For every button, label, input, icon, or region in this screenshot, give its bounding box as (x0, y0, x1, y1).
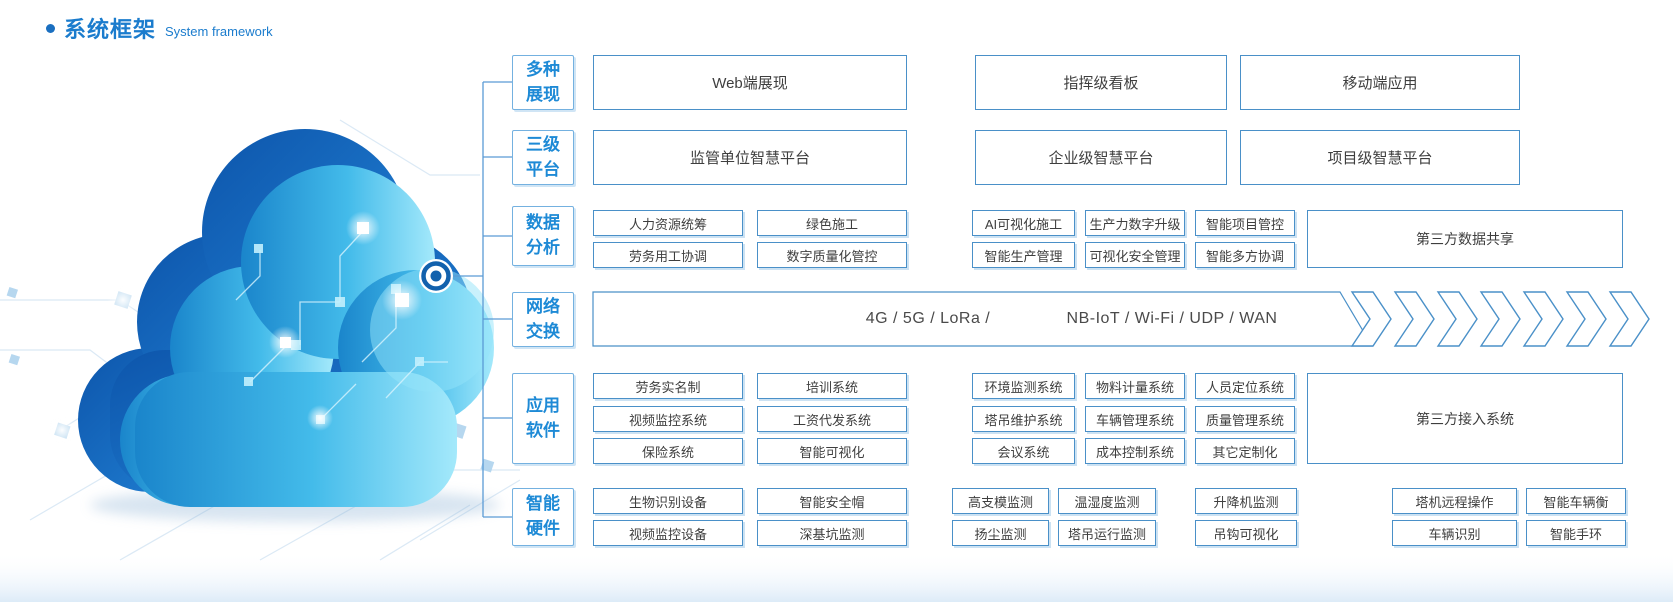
cloud-glow-squares (269, 211, 422, 431)
chevron-arrows-icon (1351, 291, 1650, 347)
box-labor-realname: 劳务实名制 (593, 373, 743, 399)
connector-lines (449, 81, 512, 518)
box-thirdparty-access: 第三方接入系统 (1307, 373, 1623, 464)
cloud-node-icon (419, 259, 453, 293)
box-video-device: 视频监控设备 (593, 520, 743, 546)
box-hook-visualization: 吊钩可视化 (1195, 520, 1297, 546)
box-smart-project-ctrl: 智能项目管控 (1195, 210, 1295, 236)
title-sub: System framework (165, 23, 273, 39)
category-platform: 三级平台 (512, 130, 574, 185)
box-project-platform: 项目级智慧平台 (1240, 130, 1520, 185)
box-crane-operation: 塔吊运行监测 (1058, 520, 1156, 546)
box-thirdparty-data-share: 第三方数据共享 (1307, 210, 1623, 268)
box-quality-management: 质量管理系统 (1195, 406, 1295, 432)
category-hardware: 智能硬件 (512, 488, 574, 546)
box-video-surveillance-sys: 视频监控系统 (593, 406, 743, 432)
box-smart-wristband: 智能手环 (1526, 520, 1626, 546)
category-data: 数据分析 (512, 206, 574, 266)
box-env-monitoring: 环境监测系统 (972, 373, 1075, 399)
bullet-icon (46, 23, 55, 33)
box-mobile-app: 移动端应用 (1240, 55, 1520, 110)
box-material-metering: 物料计量系统 (1085, 373, 1185, 399)
box-web-display: Web端展现 (593, 55, 907, 110)
title-main: 系统框架 (64, 17, 157, 42)
box-command-board: 指挥级看板 (975, 55, 1227, 110)
box-smart-visualization: 智能可视化 (757, 438, 907, 464)
box-deep-pit-monitoring: 深基坑监测 (757, 520, 907, 546)
box-hoist-monitoring: 升降机监测 (1195, 488, 1297, 514)
box-hr-planning: 人力资源统筹 (593, 210, 743, 236)
box-visual-safety: 可视化安全管理 (1085, 242, 1185, 268)
network-protocols-left: 4G / 5G / LoRa / (865, 310, 991, 327)
box-temp-humidity: 温湿度监测 (1058, 488, 1156, 514)
box-smart-production: 智能生产管理 (972, 242, 1075, 268)
box-biometric-device: 生物识别设备 (593, 488, 743, 514)
box-dust-monitoring: 扬尘监测 (952, 520, 1049, 546)
box-other-customization: 其它定制化 (1195, 438, 1295, 464)
box-labor-coordination: 劳务用工协调 (593, 242, 743, 268)
box-meeting-system: 会议系统 (972, 438, 1075, 464)
network-protocols-right: NB-IoT / Wi-Fi / UDP / WAN (1066, 310, 1278, 327)
box-formwork-monitoring: 高支模监测 (952, 488, 1049, 514)
box-green-construction: 绿色施工 (757, 210, 907, 236)
box-smart-weighbridge: 智能车辆衡 (1526, 488, 1626, 514)
box-cost-control: 成本控制系统 (1085, 438, 1185, 464)
box-digital-upgrade: 生产力数字升级 (1085, 210, 1185, 236)
box-enterprise-platform: 企业级智慧平台 (975, 130, 1227, 185)
box-insurance-system: 保险系统 (593, 438, 743, 464)
box-quality-control: 数字质量化管控 (757, 242, 907, 268)
box-tower-crane-remote: 塔机远程操作 (1392, 488, 1517, 514)
box-crane-maintenance: 塔吊维护系统 (972, 406, 1075, 432)
box-regulator-platform: 监管单位智慧平台 (593, 130, 907, 185)
box-personnel-locating: 人员定位系统 (1195, 373, 1295, 399)
category-display: 多种展现 (512, 55, 574, 110)
box-vehicle-recognition: 车辆识别 (1392, 520, 1517, 546)
box-payroll-system: 工资代发系统 (757, 406, 907, 432)
bottom-band (0, 552, 1673, 602)
box-vehicle-management: 车辆管理系统 (1085, 406, 1185, 432)
box-training-system: 培训系统 (757, 373, 907, 399)
box-ai-construction: AI可视化施工 (972, 210, 1075, 236)
box-multiparty-coord: 智能多方协调 (1195, 242, 1295, 268)
category-network: 网络交换 (512, 292, 574, 347)
category-software: 应用软件 (512, 373, 574, 464)
box-smart-helmet: 智能安全帽 (757, 488, 907, 514)
page-title: 系统框架 System framework (46, 12, 273, 44)
